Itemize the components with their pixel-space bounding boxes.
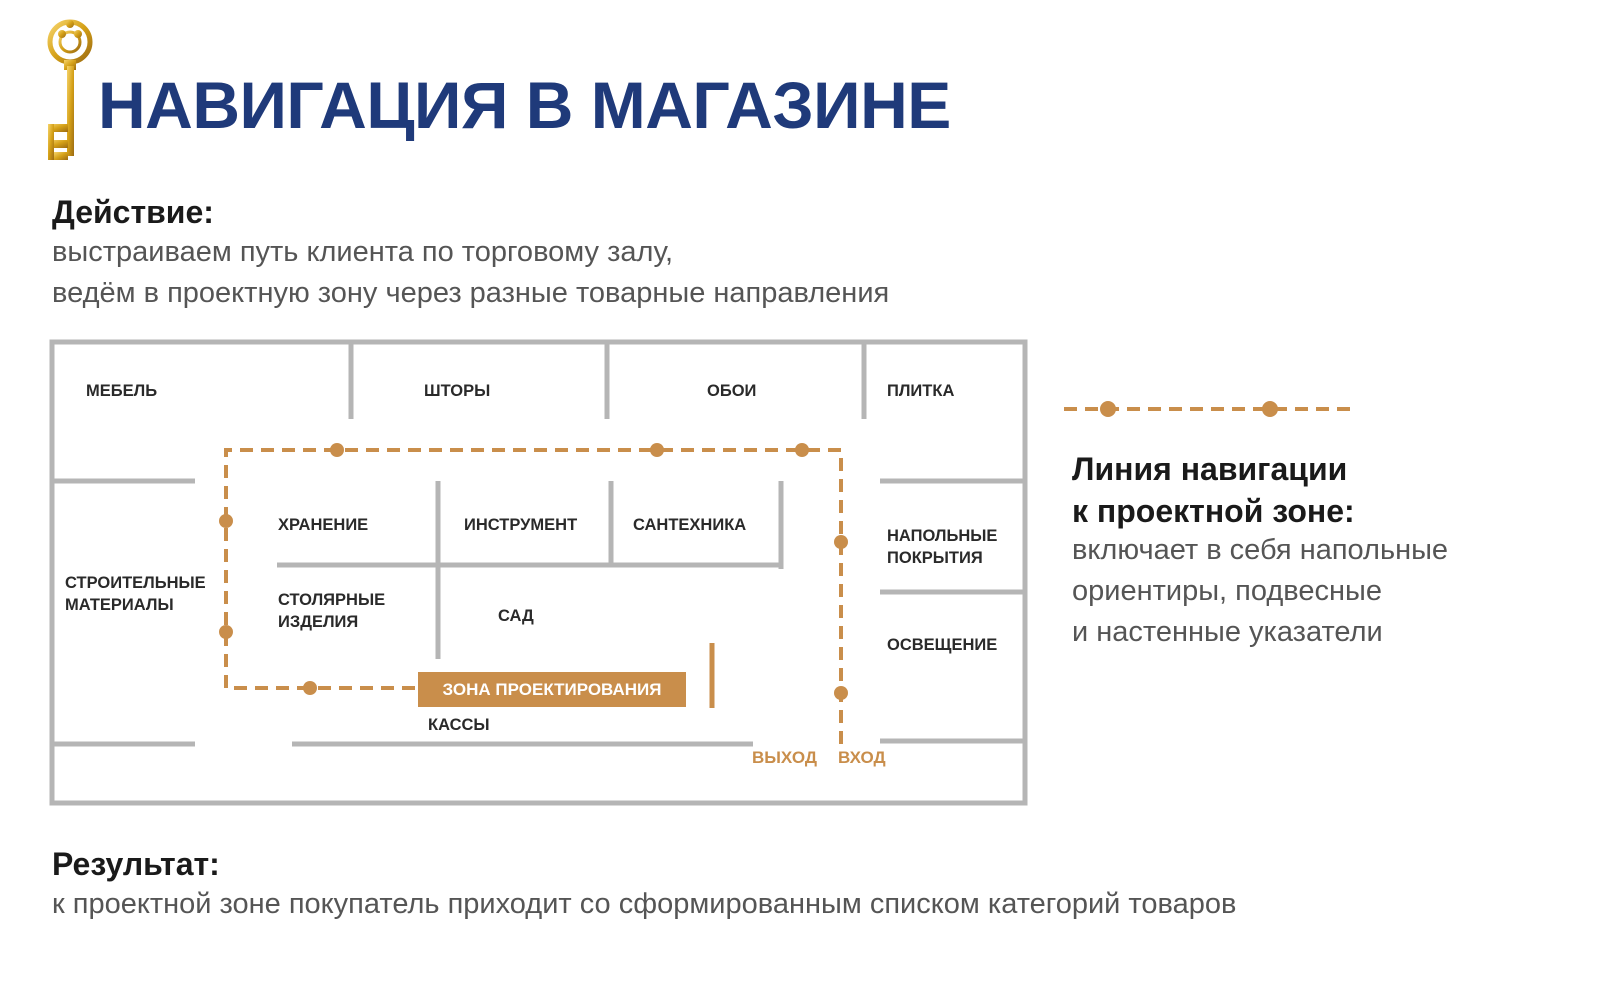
result-label: Результат: (52, 846, 220, 882)
route-marker (330, 443, 344, 457)
entrance-label: ВХОД (838, 748, 886, 767)
route-marker (795, 443, 809, 457)
room-furniture: МЕБЕЛЬ (86, 382, 158, 400)
legend-text-line-1: включает в себя напольные (1072, 534, 1449, 566)
legend-title-line-1: Линия навигации (1072, 451, 1348, 487)
legend-title-line-2: к проектной зоне: (1072, 493, 1355, 529)
room-curtains: ШТОРЫ (424, 382, 491, 400)
legend-text-line-3: и настенные указатели (1072, 616, 1383, 648)
exit-label: ВЫХОД (752, 748, 817, 767)
legend-description: включает в себя напольные ориентиры, под… (1072, 530, 1448, 653)
route-marker (834, 686, 848, 700)
legend-marker (1100, 401, 1116, 417)
legend-title: Линия навигации к проектной зоне: (1072, 448, 1355, 532)
room-garden: САД (498, 607, 534, 625)
room-lighting: ОСВЕЩЕНИЕ (887, 636, 998, 654)
action-text-line-2: ведём в проектную зону через разные това… (52, 277, 890, 309)
room-tools: ИНСТРУМЕНТ (464, 516, 578, 534)
action-text-line-1: выстраиваем путь клиента по торговому за… (52, 236, 674, 268)
legend-marker (1262, 401, 1278, 417)
action-label: Действие: (52, 194, 214, 230)
legend-text-line-2: ориентиры, подвесные (1072, 575, 1382, 607)
route-marker (219, 625, 233, 639)
route-marker (303, 681, 317, 695)
room-building-materials: СТРОИТЕЛЬНЫЕ МАТЕРИАЛЫ (65, 574, 206, 614)
room-storage: ХРАНЕНИЕ (278, 516, 369, 534)
result-text: к проектной зоне покупатель приходит со … (52, 888, 1237, 920)
room-plumbing: САНТЕХНИКА (633, 516, 747, 534)
room-wallpaper: ОБОИ (707, 382, 757, 400)
room-tiles: ПЛИТКА (887, 382, 955, 400)
route-marker (650, 443, 664, 457)
route-marker (834, 535, 848, 549)
golden-key-icon (47, 19, 93, 160)
room-joinery: СТОЛЯРНЫЕ ИЗДЕЛИЯ (278, 591, 386, 631)
route-marker (219, 514, 233, 528)
design-zone: ЗОНА ПРОЕКТИРОВАНИЯ (418, 672, 686, 707)
room-flooring: НАПОЛЬНЫЕ ПОКРЫТИЯ (887, 527, 998, 567)
page-title: НАВИГАЦИЯ В МАГАЗИНЕ (98, 68, 951, 142)
room-checkout: КАССЫ (428, 716, 490, 734)
